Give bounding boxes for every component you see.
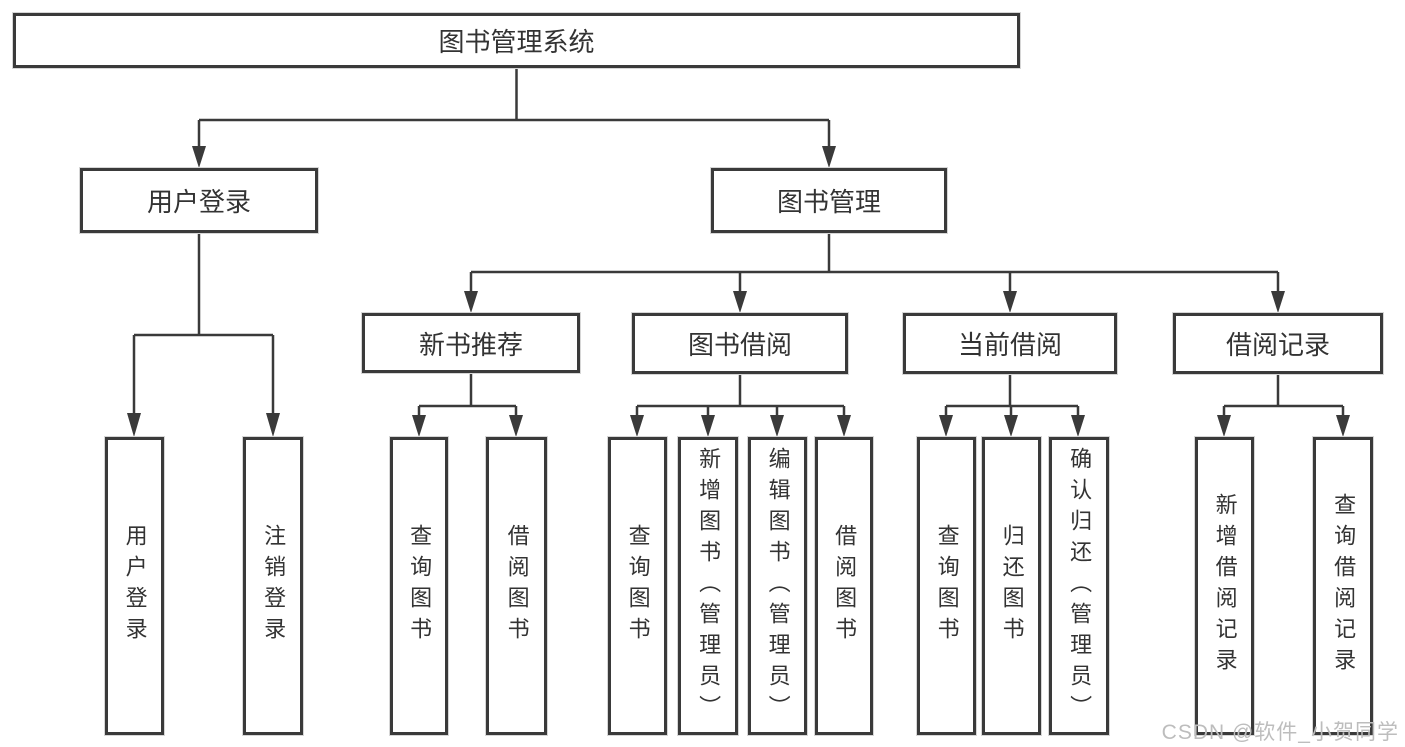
csdn-watermark: CSDN @软件_小贺同学 [1161, 721, 1399, 744]
leaf-records-query-label: 查询借阅记录 [1331, 493, 1357, 679]
leaf-records-add-label: 新增借阅记录 [1212, 493, 1238, 679]
node-current-borrow: 当前借阅 [903, 313, 1117, 374]
leaf-newbooks-query-label: 查询图书 [407, 524, 433, 648]
leaf-current-return-label: 归还图书 [999, 524, 1025, 648]
leaf-newbooks-borrow: 借阅图书 [486, 437, 547, 735]
node-user-login: 用户登录 [80, 168, 318, 233]
leaf-current-confirm-label: 确认归还（管理员） [1067, 446, 1093, 726]
leaf-records-add: 新增借阅记录 [1195, 437, 1254, 735]
leaf-bookborrow-borrow: 借阅图书 [815, 437, 873, 735]
leaf-current-confirm: 确认归还（管理员） [1049, 437, 1109, 735]
leaf-current-return: 归还图书 [982, 437, 1041, 735]
leaf-logout: 注销登录 [243, 437, 303, 735]
leaf-user-login: 用户登录 [105, 437, 164, 735]
leaf-bookborrow-edit: 编辑图书（管理员） [748, 437, 807, 735]
node-new-book-recommend: 新书推荐 [362, 313, 580, 373]
leaf-records-query: 查询借阅记录 [1313, 437, 1373, 735]
node-library-system: 图书管理系统 [13, 13, 1020, 68]
leaf-bookborrow-add: 新增图书（管理员） [678, 437, 738, 735]
leaf-current-query-label: 查询图书 [934, 524, 960, 648]
connector-arrowheads [127, 146, 1350, 437]
node-book-borrow: 图书借阅 [632, 313, 848, 374]
node-borrow-records: 借阅记录 [1173, 313, 1383, 374]
leaf-bookborrow-edit-label: 编辑图书（管理员） [765, 446, 791, 726]
leaf-logout-label: 注销登录 [261, 524, 287, 648]
connector-edges [132, 68, 1345, 417]
leaf-user-login-label: 用户登录 [122, 524, 148, 648]
leaf-newbooks-borrow-label: 借阅图书 [504, 524, 530, 648]
leaf-newbooks-query: 查询图书 [390, 437, 448, 735]
node-book-management: 图书管理 [711, 168, 947, 233]
leaf-bookborrow-query-label: 查询图书 [625, 524, 651, 648]
leaf-bookborrow-query: 查询图书 [608, 437, 667, 735]
leaf-bookborrow-add-label: 新增图书（管理员） [696, 446, 722, 726]
leaf-current-query: 查询图书 [917, 437, 976, 735]
leaf-bookborrow-borrow-label: 借阅图书 [832, 524, 858, 648]
